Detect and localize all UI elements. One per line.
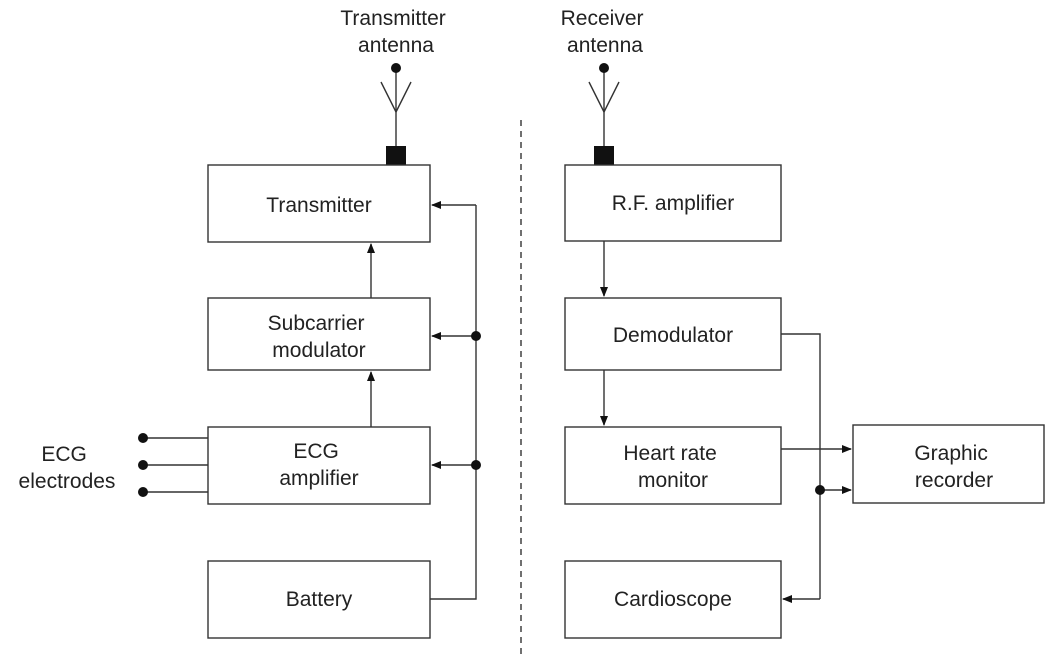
power-bus [430, 201, 481, 600]
ecg-electrodes-label: ECG electrodes [19, 443, 116, 493]
battery-block: Battery [207, 560, 431, 639]
receiver-antenna [588, 63, 620, 165]
demodulator-output-line [781, 333, 852, 603]
subcarrier-modulator-block: Subcarrier modulator [207, 297, 431, 371]
ecg-electrodes [138, 433, 208, 497]
svg-text:Heart rate monitor: Heart rate monitor [623, 442, 722, 492]
svg-text:Graphic recorder: Graphic recorder [914, 442, 993, 492]
heart-rate-monitor-block: Heart rate monitor [564, 426, 782, 505]
cardioscope-block: Cardioscope [564, 560, 782, 639]
receiver-antenna-label: Receiver antenna [561, 7, 650, 57]
ecg-amplifier-block: ECG amplifier [207, 426, 431, 505]
svg-text:Subcarrier modulator: Subcarrier modulator [268, 312, 371, 362]
demodulator-block: Demodulator [564, 297, 782, 371]
svg-text:ECG amplifier: ECG amplifier [279, 440, 358, 490]
svg-text:Battery: Battery [286, 588, 353, 611]
svg-text:Demodulator: Demodulator [613, 324, 733, 347]
transmitter-block: Transmitter [207, 164, 431, 243]
svg-text:R.F. amplifier: R.F. amplifier [612, 192, 735, 215]
rf-amplifier-block: R.F. amplifier [564, 164, 782, 242]
transmitter-antenna-label: Transmitter antenna [340, 7, 451, 57]
svg-text:Transmitter: Transmitter [266, 194, 371, 217]
graphic-recorder-block: Graphic recorder [852, 424, 1045, 504]
svg-text:Cardioscope: Cardioscope [614, 588, 732, 611]
transmitter-antenna [380, 63, 412, 165]
